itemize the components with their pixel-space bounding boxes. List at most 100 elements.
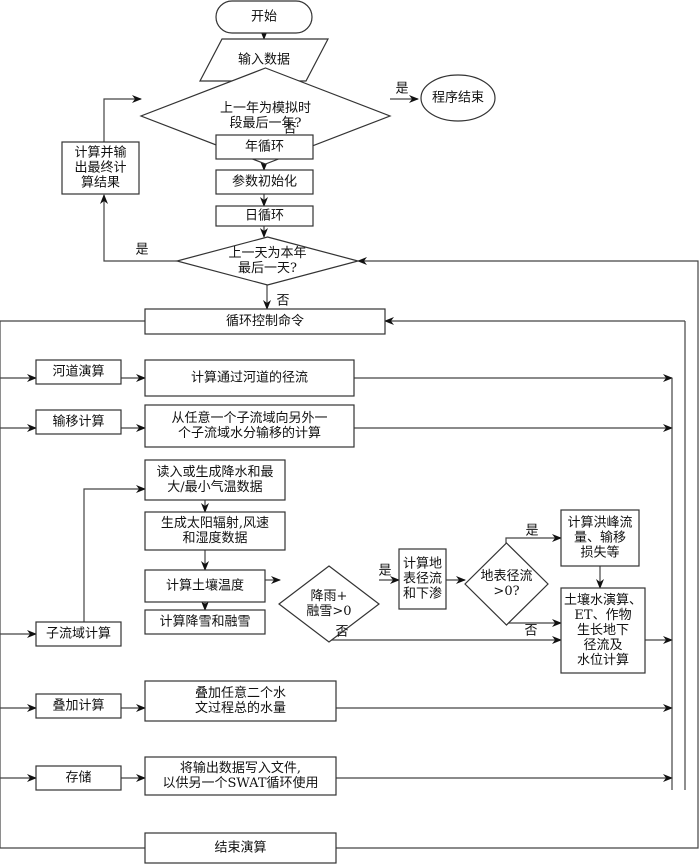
node-label: 表径流: [403, 572, 442, 587]
node-label: 程序结束: [432, 91, 484, 106]
node-shape: [215, 169, 314, 195]
node-shape: [420, 74, 496, 122]
node-label: 循环控制命令: [226, 313, 304, 329]
node-label: 将输出数据写入文件,: [180, 760, 301, 776]
node-snow: 计算降雪和融雪: [144, 609, 266, 635]
node-shape: [35, 409, 122, 435]
node-shape: [199, 38, 329, 82]
node-shape: [35, 359, 122, 385]
node-label: 年循环: [245, 140, 284, 155]
node-label: 量、输移: [574, 530, 626, 546]
node-label: 日循环: [245, 209, 284, 224]
node-shape: [398, 548, 447, 610]
connector-arrow: [0, 320, 145, 849]
node-loop-control: 循环控制命令: [144, 308, 386, 335]
node-soil-temp: 计算土壤温度: [144, 569, 266, 603]
node-label: 上一年为模拟时: [220, 101, 311, 116]
node-label: 土壤水演算、: [564, 592, 642, 608]
connector-arrow: [100, 194, 177, 262]
node-label: 叠加任意二个水: [195, 685, 286, 701]
node-label: 河道演算: [52, 364, 104, 380]
node-shape: [464, 542, 549, 626]
node-shape: [139, 67, 392, 165]
node-label: 结束演算: [214, 840, 266, 856]
node-label: 生长地下: [577, 623, 629, 638]
node-label: 参数初始化: [232, 174, 297, 190]
edge-label-no: 否: [276, 294, 289, 309]
node-year-loop: 年循环: [215, 134, 314, 160]
node-shape: [35, 765, 122, 791]
connector-arrow: [83, 485, 146, 622]
node-label: 融雪>0: [306, 604, 351, 619]
node-label: 出最终计: [74, 160, 126, 176]
node-label: 和下渗: [403, 587, 442, 602]
node-shape: [174, 236, 361, 286]
edge-label-no: 否: [283, 122, 296, 137]
node-subbasin: 子流域计算: [35, 621, 122, 647]
node-label: 个子流域水分输移的计算: [178, 425, 321, 441]
node-label: 叠加计算: [52, 699, 104, 714]
node-label: 计算降雪和融雪: [159, 615, 250, 630]
node-label: 大/最小气温数据: [167, 479, 262, 495]
edge-label-yes: 是: [525, 524, 538, 539]
node-transfer: 输移计算: [35, 409, 122, 435]
node-label: 计算并输: [74, 145, 126, 161]
node-runoff-check: 地表径流>0?: [464, 542, 549, 626]
node-shape: [35, 621, 122, 647]
node-shape: [144, 609, 266, 635]
node-label: 以供另一个SWAT循环使用: [163, 775, 319, 791]
node-shape: [144, 756, 337, 796]
node-start: 开始: [215, 0, 313, 34]
node-shape: [144, 569, 266, 603]
node-day-loop: 日循环: [215, 205, 314, 227]
node-store: 存储: [35, 765, 122, 791]
edge-label-no: 否: [524, 624, 537, 639]
node-rain-check: 降雨+融雪>0: [278, 565, 380, 643]
node-shape: [215, 205, 314, 227]
node-label: 存储: [65, 771, 91, 786]
node-shape: [144, 359, 355, 397]
node-label: 地表径流: [480, 569, 532, 584]
node-end-program: 程序结束: [420, 74, 496, 122]
node-end-routing: 结束演算: [144, 832, 337, 864]
node-shape: [560, 509, 640, 567]
node-label: 径流及: [583, 638, 622, 653]
node-label: 降雨+: [311, 589, 348, 604]
node-label: 读入或生成降水和最: [156, 465, 273, 480]
node-shape: [35, 693, 122, 719]
node-label: ET、作物: [574, 608, 631, 623]
node-label: 计算洪峰流: [567, 516, 632, 531]
connectors: [0, 30, 699, 849]
node-label: 损失等: [580, 545, 619, 561]
node-label: 从任意一个子流域向另外一: [171, 410, 327, 426]
node-input: 输入数据: [199, 38, 329, 82]
connector-arrow: [103, 95, 142, 142]
node-label: 输移计算: [52, 414, 104, 430]
node-label: 段最后一年?: [230, 116, 302, 131]
node-label: 计算通过河道的径流: [191, 370, 308, 386]
node-label: 最后一天?: [238, 261, 297, 276]
node-shape: [560, 587, 646, 674]
node-add: 叠加计算: [35, 693, 122, 719]
node-label: 开始: [251, 10, 277, 25]
node-param-init: 参数初始化: [215, 169, 314, 195]
connector-arrow: [505, 534, 562, 543]
node-shape: [144, 308, 386, 335]
edge-label-yes: 是: [395, 82, 408, 97]
node-label: 文过程总的水量: [195, 700, 286, 716]
node-channel-calc: 计算通过河道的径流: [144, 359, 355, 397]
edge-label-yes: 是: [135, 243, 148, 258]
node-label: >0?: [493, 584, 519, 599]
node-shape: [215, 0, 313, 34]
node-label: 计算地: [403, 557, 442, 572]
